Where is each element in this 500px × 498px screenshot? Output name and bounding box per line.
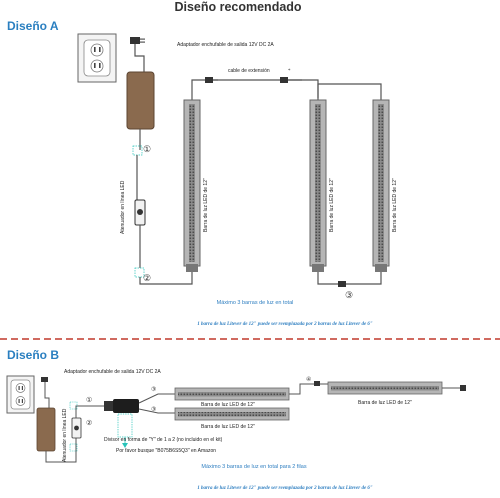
design-b-adapter-label: Adaptador enchufable de salida 12V DC 2A — [64, 369, 161, 375]
led-light-bar-icon — [309, 99, 327, 272]
dimmer-wiring — [132, 129, 193, 285]
marker-b1: ① — [86, 396, 92, 404]
design-a-bar-label-3: Barra de luz LED de 12" — [392, 178, 398, 232]
design-a-dimmer-label: Atenuador en línea LED — [120, 180, 126, 234]
led-light-bar-icon — [372, 99, 390, 272]
power-adapter-icon — [126, 71, 155, 130]
led-light-bar-icon — [327, 381, 443, 395]
marker-2: ② — [143, 273, 151, 283]
extension-label: cable de extensión — [228, 68, 270, 74]
marker-1: ① — [143, 144, 151, 154]
dc-connector-icon — [289, 381, 466, 395]
marker-3: ③ — [345, 290, 353, 300]
design-a-adapter-label: Adaptador enchufable de salida 12V DC 2A — [177, 42, 274, 48]
led-light-bar-icon — [183, 99, 201, 272]
y-splitter-icon — [104, 393, 175, 448]
marker-b3: ③ — [151, 386, 156, 393]
design-b-dimmer-label: Atenuador en línea LED — [62, 408, 68, 462]
design-a-bar-label-1: Barra de luz LED de 12" — [203, 178, 209, 232]
marker-b2: ② — [86, 419, 92, 427]
design-a-replace-note: 1 barra de luz Litever de 12" puede ser … — [197, 322, 373, 327]
plug-icon — [41, 377, 50, 408]
splitter-label-line1: Divisor en forma de "Y" de 1 a 2 (no inc… — [104, 437, 223, 443]
power-adapter-icon — [36, 407, 56, 452]
splitter-label-line2: Por favor busque "B075B6S5Q3" en Amazon — [116, 448, 216, 454]
wall-outlet-icon — [77, 33, 117, 83]
page-title: Diseño recomendado — [174, 0, 301, 14]
design-b-heading: Diseño B — [7, 348, 59, 362]
design-b-max-note: Máximo 3 barras de luz en total para 2 f… — [201, 464, 306, 470]
plug-icon — [130, 37, 145, 72]
marker-b4: ④ — [306, 376, 311, 383]
marker-b3b: ③ — [151, 406, 156, 413]
led-light-bar-icon — [174, 387, 290, 401]
design-b-bar-label-right: Barra de luz LED de 12" — [358, 400, 412, 406]
inline-dimmer-icon — [45, 401, 104, 463]
design-a-bar-label-2: Barra de luz LED de 12" — [329, 178, 335, 232]
led-light-bar-icon — [174, 407, 290, 421]
design-b-bar-label-bottom: Barra de luz LED de 12" — [201, 424, 255, 430]
wall-outlet-icon — [6, 375, 35, 414]
design-b-bar-label-top: Barra de luz LED de 12" — [201, 402, 255, 408]
design-b-replace-note: 1 barra de luz Litever de 12" puede ser … — [197, 486, 373, 491]
svg-text:*: * — [288, 69, 291, 74]
design-a-heading: Diseño A — [7, 19, 59, 33]
extension-cable — [191, 77, 382, 100]
design-a-max-note: Máximo 3 barras de luz en total — [217, 300, 294, 306]
dc-connector-icon — [317, 272, 382, 287]
